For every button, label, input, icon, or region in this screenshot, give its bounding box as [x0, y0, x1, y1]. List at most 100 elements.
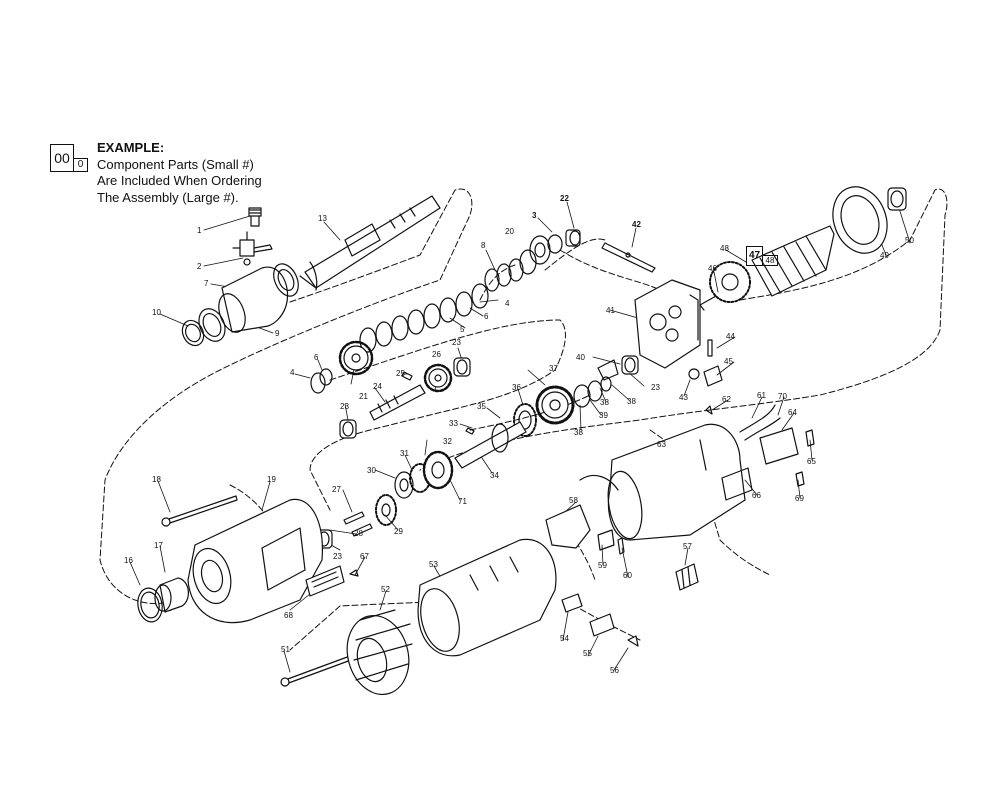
part-58-handle-part: [545, 504, 591, 549]
part-48-armature: [751, 225, 835, 297]
component-number: 48: [763, 255, 778, 266]
part-24-shaft: [369, 384, 426, 421]
legend-line-3: The Assembly (Large #).: [97, 189, 239, 205]
part-label-56: 56: [610, 666, 619, 675]
part-29-gear: [375, 494, 397, 526]
part-68-nameplate: [305, 565, 345, 597]
part-label-67: 67: [360, 552, 369, 561]
part-62-screw: [705, 405, 713, 415]
part-label-63: 63: [657, 440, 666, 449]
part-label-18: 18: [152, 475, 161, 484]
part-46-fan: [699, 261, 751, 311]
part-label-5: 5: [460, 325, 465, 334]
part-label-58: 58: [569, 496, 578, 505]
part-label-31: 31: [400, 449, 409, 458]
part-label-27: 27: [332, 485, 341, 494]
part-label-17: 17: [154, 541, 163, 550]
part-30-washer: [394, 471, 414, 499]
part-label-62: 62: [722, 395, 731, 404]
part-label-53: 53: [429, 560, 438, 569]
part-label-6a: 6: [484, 312, 489, 321]
part-26-gear: [423, 363, 453, 393]
part-16-ring: [137, 587, 163, 623]
part-64-plate: [759, 427, 799, 465]
part-label-54: 54: [560, 634, 569, 643]
part-23-bearing-c: [621, 355, 639, 375]
part-label-35: 35: [477, 402, 486, 411]
assembly-number: 47: [746, 246, 763, 266]
part-label-48: 48: [720, 244, 729, 253]
part-label-64: 64: [788, 408, 797, 417]
part-33-screw: [465, 427, 475, 435]
part-label-41: 41: [606, 306, 615, 315]
part-19-gear-case: [187, 498, 323, 624]
part-label-23b: 23: [340, 402, 349, 411]
part-label-57: 57: [683, 542, 692, 551]
part-label-22: 22: [560, 194, 569, 203]
part-21-gear: [338, 340, 374, 376]
part-45-clip: [703, 365, 723, 387]
part-label-68: 68: [284, 611, 293, 620]
part-label-29: 29: [394, 527, 403, 536]
part-label-70: 70: [778, 392, 787, 401]
part-label-66: 66: [752, 491, 761, 500]
part-38-39-bearings: [573, 376, 612, 408]
part-label-43: 43: [679, 393, 688, 402]
part-label-30: 30: [367, 466, 376, 475]
part-69-screw: [795, 471, 805, 487]
part-50-bearing: [887, 187, 907, 211]
part-label-28: 28: [354, 529, 363, 538]
part-label-37: 37: [549, 364, 558, 373]
part-label-32: 32: [443, 437, 452, 446]
part-label-59: 59: [598, 561, 607, 570]
part-label-23d: 23: [333, 552, 342, 561]
part-label-36: 36: [512, 383, 521, 392]
part-label-46: 46: [708, 264, 717, 273]
part-label-6b: 6: [314, 353, 319, 362]
part-label-42: 42: [632, 220, 641, 229]
part-label-10: 10: [152, 308, 161, 317]
part-41-gear-housing: [634, 279, 701, 369]
part-31-32-gears: [409, 450, 454, 493]
part-label-1: 1: [197, 226, 202, 235]
part-27-pin: [343, 511, 365, 525]
legend-component-number: 0: [74, 158, 88, 172]
part-43-bearing: [688, 368, 700, 380]
part-label-71: 71: [458, 497, 467, 506]
part-17-sleeve: [154, 577, 189, 613]
part-2-valve: [232, 231, 273, 266]
part-9-seal: [198, 263, 299, 342]
part-53-motor-housing: [417, 538, 557, 657]
part-label-49: 49: [880, 251, 889, 260]
part-60-screw: [617, 537, 625, 555]
part-label-9: 9: [275, 329, 280, 338]
part-label-69: 69: [795, 494, 804, 503]
part-label-52: 52: [381, 585, 390, 594]
part-label-44: 44: [726, 332, 735, 341]
part-22-bearing: [565, 229, 581, 247]
part-label-65: 65: [807, 457, 816, 466]
part-label-38c: 38: [574, 428, 583, 437]
part-label-51: 51: [281, 645, 290, 654]
part-65-screw: [805, 429, 815, 447]
part-label-50: 50: [905, 236, 914, 245]
part-label-24: 24: [373, 382, 382, 391]
assembly-47-48-box: 47 48: [746, 246, 780, 266]
part-55-holder: [589, 613, 615, 637]
part-label-61: 61: [757, 391, 766, 400]
part-44-pin: [707, 339, 713, 357]
part-40-plate: [597, 359, 619, 381]
part-label-16: 16: [124, 556, 133, 565]
part-1-fitting: [248, 207, 262, 227]
part-label-34: 34: [490, 471, 499, 480]
part-label-19: 19: [267, 475, 276, 484]
part-52-field: [346, 609, 413, 696]
part-18-bolt: [161, 495, 238, 527]
part-label-21: 21: [359, 392, 368, 401]
part-25-key: [401, 371, 413, 381]
part-37-gear: [535, 385, 575, 425]
part-label-7: 7: [204, 279, 209, 288]
part-label-4a: 4: [505, 299, 510, 308]
part-label-4b: 4: [290, 368, 295, 377]
